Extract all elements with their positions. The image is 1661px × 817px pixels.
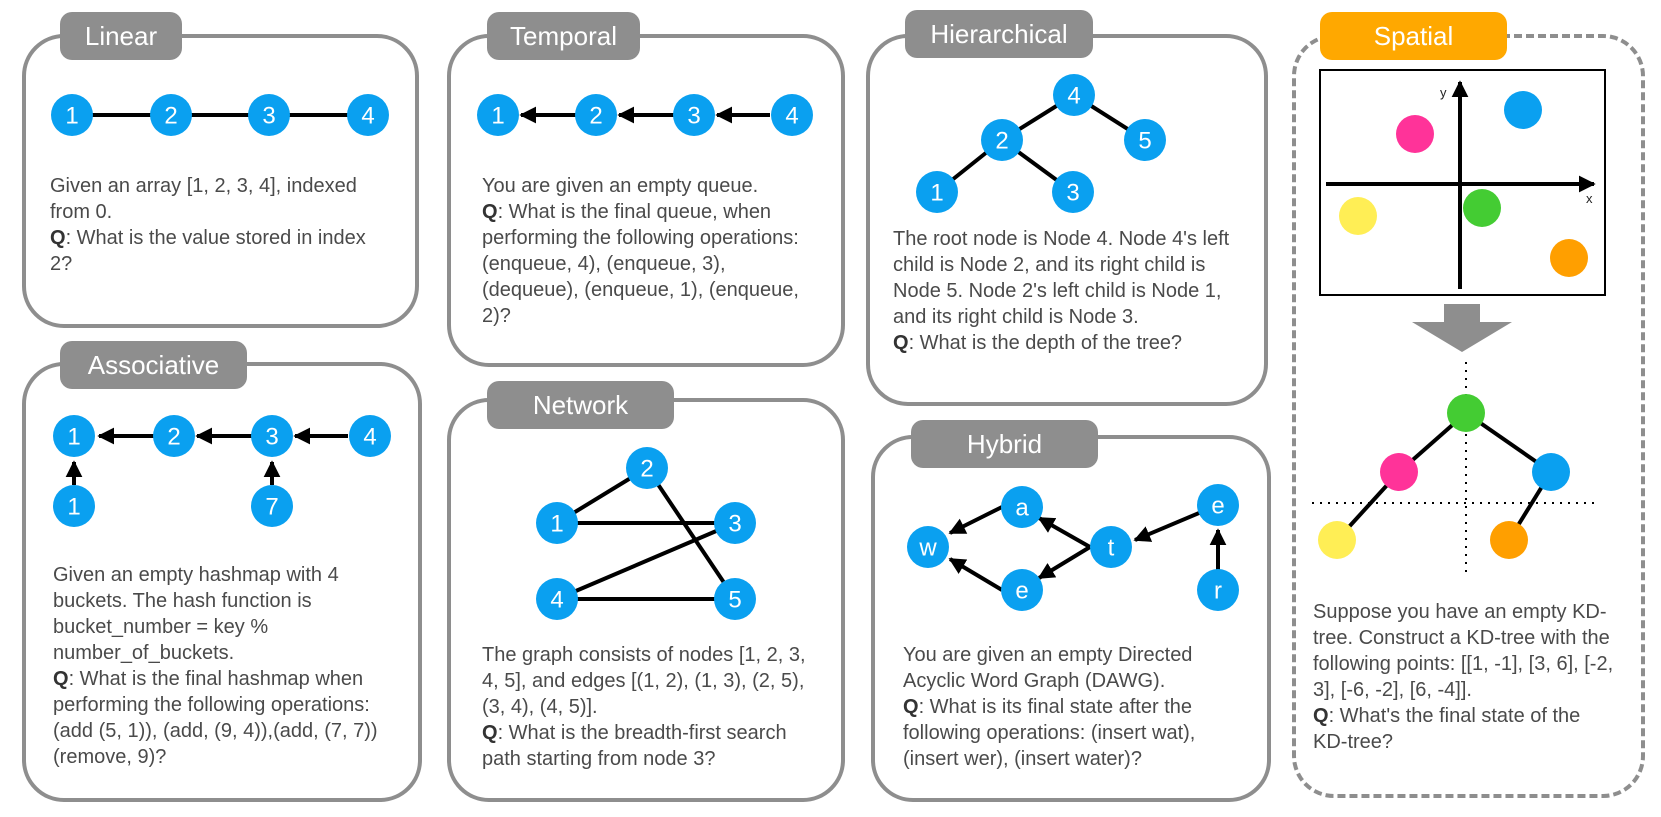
point-orange — [1550, 239, 1588, 277]
hierarchical-diagram: 4 2 5 1 3 — [916, 74, 1166, 213]
tree-node-1: 1 — [916, 171, 958, 213]
spatial-diagram: x y — [1312, 69, 1606, 575]
network-node-3: 3 — [714, 502, 756, 544]
svg-text:2: 2 — [167, 424, 180, 451]
hybrid-title: Hybrid — [911, 420, 1098, 468]
kd-node-yellow — [1318, 521, 1356, 559]
temporal-diagram: 1 2 3 4 — [477, 94, 813, 136]
tree-node-5: 5 — [1124, 119, 1166, 161]
dawg-node-e-left: e — [1001, 569, 1043, 611]
svg-text:1: 1 — [67, 424, 80, 451]
assoc-value-node-7: 7 — [251, 485, 293, 527]
down-arrow-icon — [1412, 304, 1512, 352]
kd-node-orange — [1490, 521, 1528, 559]
temporal-node-3: 3 — [673, 94, 715, 136]
tree-node-3: 3 — [1052, 171, 1094, 213]
hybrid-diagram: a w t e e r — [907, 484, 1239, 611]
hierarchical-description: The root node is Node 4. Node 4's left c… — [893, 228, 1230, 354]
svg-text:w: w — [918, 535, 937, 562]
associative-diagram: 1 2 3 4 1 7 — [53, 415, 391, 527]
svg-text:1: 1 — [491, 103, 504, 130]
svg-text:5: 5 — [728, 587, 741, 614]
network-description: The graph consists of nodes [1, 2, 3, 4,… — [482, 644, 806, 770]
linear-diagram: 1 2 3 4 — [51, 94, 389, 136]
network-diagram: 2 1 3 4 5 — [536, 447, 756, 620]
spatial-title: Spatial — [1320, 12, 1507, 60]
assoc-value-node-1: 1 — [53, 485, 95, 527]
network-node-2: 2 — [626, 447, 668, 489]
point-blue — [1504, 91, 1542, 129]
svg-text:e: e — [1015, 578, 1028, 605]
dawg-node-r: r — [1197, 569, 1239, 611]
linear-node-3: 3 — [248, 94, 290, 136]
assoc-bucket-node-2: 2 — [153, 415, 195, 457]
tree-node-4: 4 — [1053, 74, 1095, 116]
svg-text:3: 3 — [265, 424, 278, 451]
network-node-5: 5 — [714, 578, 756, 620]
svg-text:2: 2 — [164, 103, 177, 130]
dawg-node-w: w — [907, 526, 949, 568]
dawg-node-e-right: e — [1197, 484, 1239, 526]
network-title: Network — [487, 381, 674, 429]
hierarchical-title: Hierarchical — [905, 10, 1093, 58]
svg-text:2: 2 — [640, 456, 653, 483]
axis-y-label: y — [1440, 85, 1447, 100]
linear-description: Given an array [1, 2, 3, 4], indexed fro… — [50, 175, 366, 275]
point-yellow — [1339, 197, 1377, 235]
svg-text:1: 1 — [67, 494, 80, 521]
temporal-node-2: 2 — [575, 94, 617, 136]
hybrid-description: You are given an empty Directed Acyclic … — [903, 644, 1196, 770]
svg-text:a: a — [1015, 495, 1029, 522]
svg-text:5: 5 — [1138, 128, 1151, 155]
assoc-bucket-node-4: 4 — [349, 415, 391, 457]
svg-text:1: 1 — [930, 180, 943, 207]
spatial-description: Suppose you have an empty KD-tree. Const… — [1313, 601, 1614, 753]
dawg-node-t: t — [1090, 526, 1132, 568]
svg-text:4: 4 — [363, 424, 376, 451]
linear-node-2: 2 — [150, 94, 192, 136]
svg-text:2: 2 — [995, 128, 1008, 155]
svg-text:4: 4 — [785, 103, 798, 130]
assoc-bucket-node-3: 3 — [251, 415, 293, 457]
tree-node-2: 2 — [981, 119, 1023, 161]
linear-panel — [22, 34, 419, 328]
network-node-1: 1 — [536, 502, 578, 544]
kd-node-blue — [1532, 453, 1570, 491]
assoc-bucket-node-1: 1 — [53, 415, 95, 457]
axis-x-label: x — [1586, 191, 1593, 206]
svg-text:7: 7 — [265, 494, 278, 521]
svg-text:2: 2 — [589, 103, 602, 130]
svg-text:3: 3 — [1066, 180, 1079, 207]
svg-text:t: t — [1108, 535, 1115, 562]
point-pink — [1396, 115, 1434, 153]
temporal-title: Temporal — [487, 12, 640, 60]
kd-node-green — [1447, 394, 1485, 432]
temporal-node-4: 4 — [771, 94, 813, 136]
svg-text:4: 4 — [1067, 83, 1080, 110]
temporal-description: You are given an empty queue. Q: What is… — [482, 175, 799, 327]
svg-text:3: 3 — [262, 103, 275, 130]
associative-description: Given an empty hashmap with 4 buckets. T… — [53, 564, 378, 768]
svg-text:3: 3 — [687, 103, 700, 130]
svg-text:e: e — [1211, 493, 1224, 520]
svg-text:1: 1 — [65, 103, 78, 130]
linear-title: Linear — [60, 12, 182, 60]
kd-node-pink — [1380, 453, 1418, 491]
svg-text:3: 3 — [728, 511, 741, 538]
temporal-panel — [447, 34, 845, 367]
svg-text:4: 4 — [361, 103, 374, 130]
network-node-4: 4 — [536, 578, 578, 620]
associative-title: Associative — [60, 341, 247, 389]
temporal-node-1: 1 — [477, 94, 519, 136]
dawg-node-a: a — [1001, 486, 1043, 528]
svg-text:r: r — [1214, 578, 1222, 605]
linear-node-4: 4 — [347, 94, 389, 136]
svg-text:1: 1 — [550, 511, 563, 538]
linear-node-1: 1 — [51, 94, 93, 136]
point-green — [1463, 189, 1501, 227]
svg-text:4: 4 — [550, 587, 563, 614]
